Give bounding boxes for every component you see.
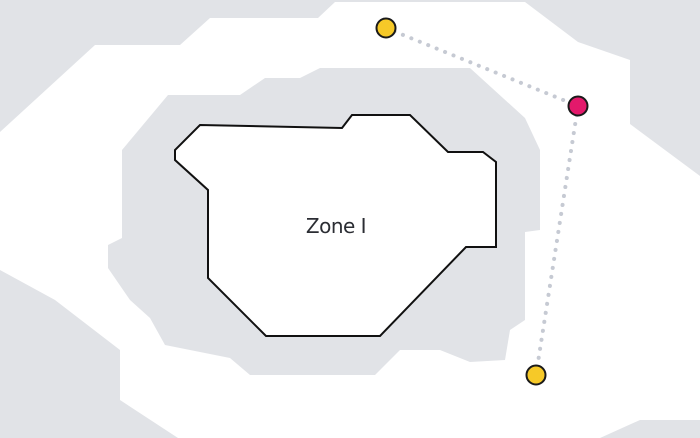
waypoint-marker-icon[interactable] bbox=[375, 17, 397, 39]
waypoint-marker-icon[interactable] bbox=[525, 364, 547, 386]
route-segment bbox=[384, 26, 580, 108]
active-location-marker-icon[interactable] bbox=[567, 95, 589, 117]
zone-polygon[interactable] bbox=[174, 114, 497, 337]
zone-label: Zone I bbox=[306, 214, 366, 238]
route-segment bbox=[534, 104, 580, 377]
